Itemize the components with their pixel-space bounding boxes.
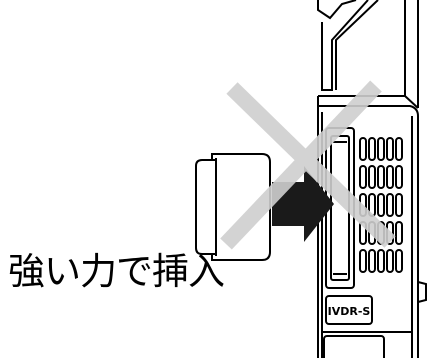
instruction-caption: 強い力で挿入 [8, 250, 225, 293]
x-cross-icon [220, 80, 396, 250]
device-badge: IVDR-S [325, 295, 373, 325]
device-handle [317, 0, 379, 91]
device-lower-panel [322, 331, 412, 358]
vent-slots [359, 137, 403, 273]
device-badge-text: IVDR-S [328, 305, 371, 318]
